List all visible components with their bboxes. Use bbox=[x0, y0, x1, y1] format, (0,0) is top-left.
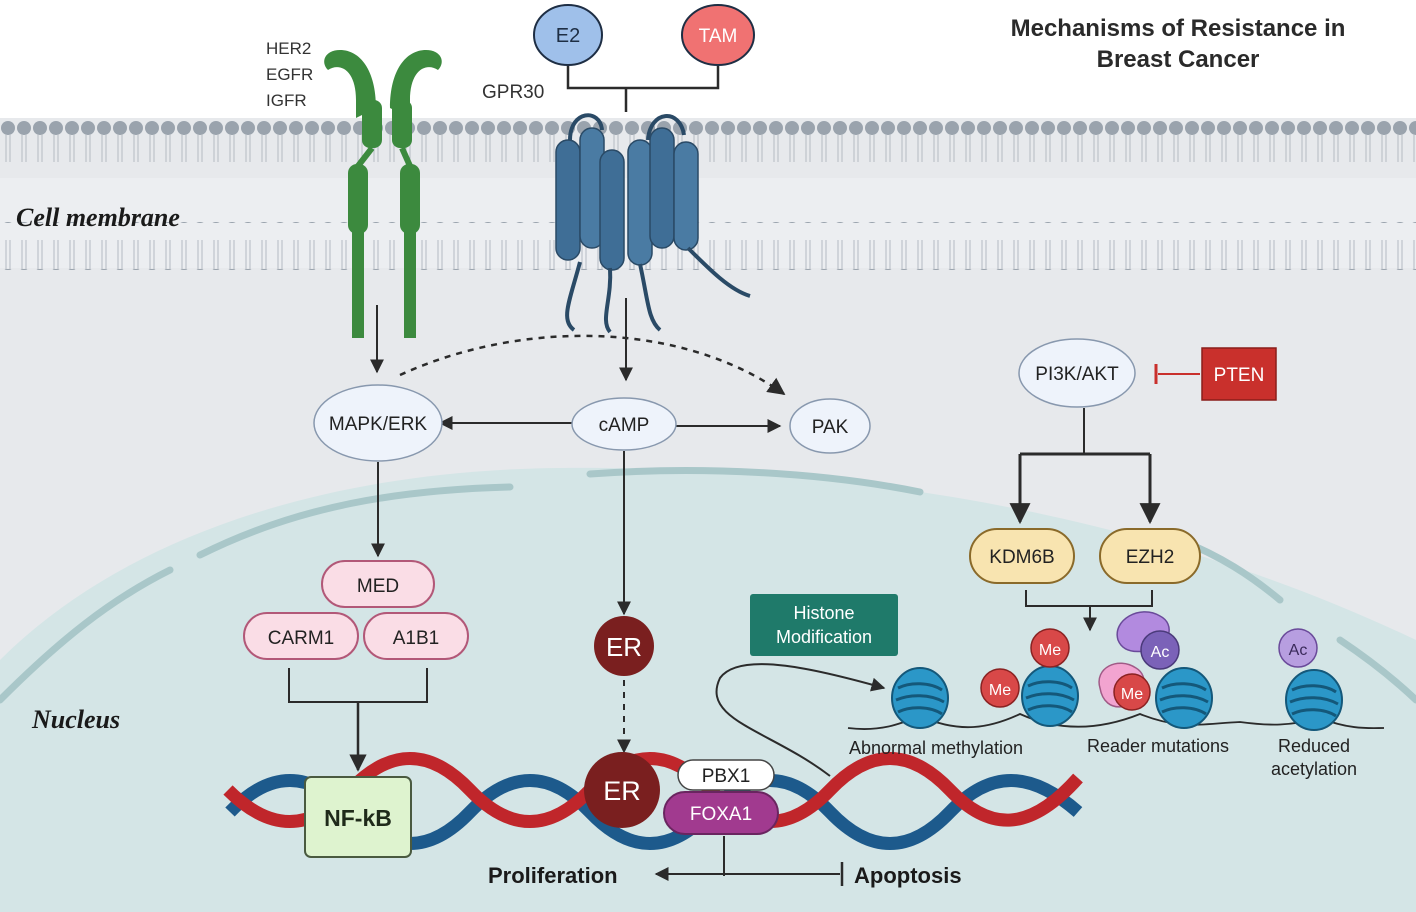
ac-mark-2-label: Ac bbox=[1289, 642, 1308, 659]
foxa1-node bbox=[663, 791, 779, 835]
reduced-label: Reduced bbox=[1278, 736, 1350, 756]
membrane-inner-leaflet bbox=[0, 222, 1416, 270]
cell-membrane-label: Cell membrane bbox=[16, 203, 180, 232]
nfkb-node bbox=[304, 776, 412, 858]
me-mark-3-label: Me bbox=[1121, 686, 1143, 703]
ezh2-label: EZH2 bbox=[1126, 547, 1175, 568]
membrane-outer-leaflet bbox=[0, 118, 1416, 178]
camp-label: cAMP bbox=[599, 415, 650, 436]
me-mark-2-icon bbox=[980, 668, 1020, 708]
acetylation-label: acetylation bbox=[1271, 759, 1357, 779]
nfkb-label: NF-kB bbox=[324, 805, 392, 831]
pi3k-akt-node bbox=[1018, 338, 1136, 408]
nuclear-envelope-upper bbox=[586, 467, 924, 496]
e2-ligand bbox=[533, 4, 603, 66]
carm1-node bbox=[243, 612, 359, 660]
er-bottom-node bbox=[584, 752, 660, 828]
nuclear-envelope-far-right bbox=[1336, 636, 1416, 704]
title-line1: Mechanisms of Resistance in bbox=[1011, 15, 1346, 42]
med-node bbox=[321, 560, 435, 608]
pten-label: PTEN bbox=[1214, 365, 1265, 386]
nucleosome-3-icon bbox=[1155, 667, 1213, 729]
arrow-histone-modification bbox=[715, 663, 886, 777]
e2-label: E2 bbox=[556, 25, 580, 47]
pak-node bbox=[789, 398, 871, 454]
title-line2: Breast Cancer bbox=[1097, 46, 1260, 73]
pbx1-label: PBX1 bbox=[702, 766, 751, 787]
tam-ligand bbox=[681, 4, 755, 66]
er-top-label: ER bbox=[606, 632, 642, 662]
pten-node bbox=[1201, 347, 1277, 401]
pbx1-node bbox=[677, 759, 775, 791]
proliferation-label: Proliferation bbox=[488, 863, 618, 888]
me-mark-1-label: Me bbox=[1039, 642, 1061, 659]
carm1-label: CARM1 bbox=[268, 628, 335, 649]
her2-label: HER2 bbox=[266, 39, 311, 58]
kdm6b-node bbox=[969, 528, 1075, 584]
rtk-receptor-icon bbox=[324, 50, 442, 338]
pi3k-akt-label: PI3K/AKT bbox=[1035, 364, 1119, 385]
ac-mark-2-icon bbox=[1278, 628, 1318, 668]
a1b1-node bbox=[363, 612, 469, 660]
ac-mark-1-label: Ac bbox=[1151, 644, 1170, 661]
apoptosis-label: Apoptosis bbox=[854, 863, 962, 888]
pak-label: PAK bbox=[812, 417, 849, 438]
gpr30-receptor-icon bbox=[555, 113, 751, 334]
me-mark-1-icon bbox=[1030, 628, 1070, 668]
nucleosome-1-icon bbox=[891, 667, 949, 729]
nucleosome-4-icon bbox=[1285, 669, 1343, 731]
me-mark-2-label: Me bbox=[989, 682, 1011, 699]
ligand-bracket bbox=[566, 66, 720, 90]
ezh2-node bbox=[1099, 528, 1201, 584]
nucleosome-2-icon bbox=[1021, 665, 1079, 727]
gpr30-label: GPR30 bbox=[482, 82, 544, 103]
med-label: MED bbox=[357, 576, 399, 597]
reader-mutations-label: Reader mutations bbox=[1087, 736, 1229, 756]
histone-modification-box bbox=[750, 594, 898, 656]
nucleus-label: Nucleus bbox=[31, 705, 120, 734]
abnormal-methylation-label: Abnormal methylation bbox=[849, 738, 1023, 758]
ac-mark-1-icon bbox=[1140, 630, 1180, 670]
mapk-erk-node bbox=[313, 384, 443, 462]
arrow-mapk-to-pak-dashed bbox=[399, 334, 786, 396]
kdm6b-label: KDM6B bbox=[989, 547, 1054, 568]
er-top-node bbox=[594, 616, 654, 676]
me-mark-3-icon bbox=[1113, 673, 1151, 711]
igfr-label: IGFR bbox=[266, 91, 307, 110]
egfr-label: EGFR bbox=[266, 65, 313, 84]
camp-node bbox=[571, 397, 677, 451]
mapk-erk-label: MAPK/ERK bbox=[329, 414, 428, 435]
foxa1-label: FOXA1 bbox=[690, 804, 752, 825]
nuclear-envelope-upper-left bbox=[196, 483, 514, 559]
tam-label: TAM bbox=[699, 26, 738, 47]
er-bottom-label: ER bbox=[603, 776, 641, 806]
a1b1-label: A1B1 bbox=[393, 628, 439, 649]
nuclear-envelope-left bbox=[0, 566, 174, 704]
